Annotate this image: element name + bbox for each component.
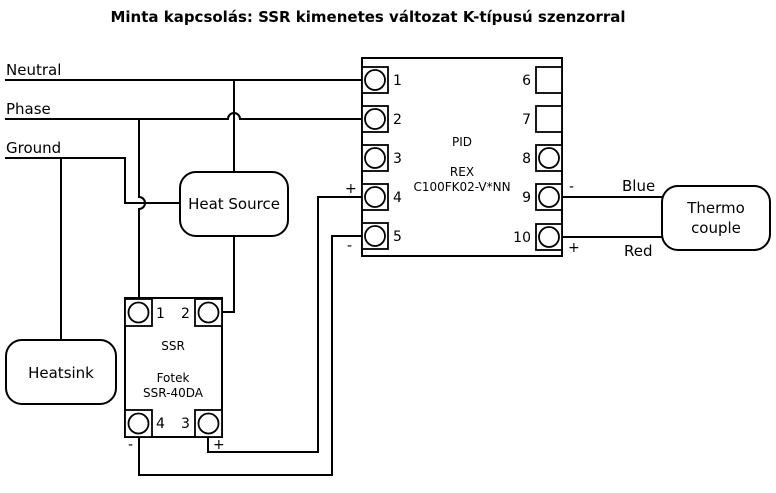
pid-pin-3-label: 3 — [393, 151, 402, 167]
ssr-terminal-1 — [124, 298, 153, 327]
pid-pin-9-label: 9 — [522, 190, 531, 206]
pid-terminal-10 — [535, 223, 563, 251]
pid-plus-to-ssr-wire — [207, 196, 362, 453]
thermocouple-label-line2: couple — [691, 219, 741, 237]
heat-source-box — [179, 171, 289, 237]
pid-minus-to-ssr-wire — [138, 235, 362, 476]
ssr-pin-3-label: 3 — [181, 416, 190, 432]
diagram-title: Minta kapcsolás: SSR kimenetes változat … — [110, 8, 625, 26]
pid-terminal-2 — [361, 105, 389, 133]
pid-controller: 1 2 3 4 5 6 7 8 9 10 PID REX C100FK02-V*… — [361, 57, 563, 257]
ssr-pin-4-label: 4 — [156, 416, 165, 432]
pid-terminal-8 — [535, 144, 563, 172]
pid-pin-6-label: 6 — [522, 73, 531, 89]
pid-body — [361, 57, 563, 257]
pid-pin-5-label: 5 — [393, 229, 402, 245]
ssr-pin-2-label: 2 — [181, 306, 190, 322]
pid-pin-7-label: 7 — [522, 112, 531, 128]
pid-pin-10-plus-sign: + — [568, 240, 580, 256]
pid-terminal-5 — [361, 222, 389, 250]
ssr-name: SSR — [161, 339, 185, 353]
ground-wire — [5, 157, 180, 204]
phase-to-ssr-wire — [138, 119, 146, 312]
pid-pin-10-label: 10 — [513, 230, 531, 246]
ssr-brand: Fotek — [157, 371, 190, 385]
ssr-terminal-2 — [194, 298, 223, 327]
pid-name: PID — [452, 135, 472, 149]
blue-wire-label: Blue — [622, 177, 655, 195]
pid-terminal-1 — [361, 66, 389, 94]
pid-pin-5-minus-sign: - — [347, 238, 352, 254]
phase-label: Phase — [6, 100, 51, 118]
ground-label: Ground — [6, 139, 61, 157]
ssr-pin-4-minus-sign: - — [128, 437, 133, 453]
pid-terminal-3 — [361, 144, 389, 172]
pid-pin-9-minus-sign: - — [569, 179, 574, 195]
thermocouple-label-line1: Thermo — [686, 199, 745, 217]
pid-pin-4-label: 4 — [393, 190, 402, 206]
pid-model: C100FK02-V*NN — [413, 180, 510, 194]
ssr-pin-3-plus-sign: + — [213, 437, 225, 453]
ssr-pin-1-label: 1 — [156, 306, 165, 322]
heatsink-box — [5, 339, 117, 405]
pid-pin-2-label: 2 — [393, 112, 402, 128]
ssr-relay: 1 2 4 3 SSR Fotek SSR-40DA — [124, 297, 223, 438]
phase-wire — [5, 112, 362, 120]
pid-brand: REX — [450, 165, 474, 179]
ssr-model: SSR-40DA — [143, 386, 204, 400]
thermocouple-box — [661, 185, 771, 251]
neutral-label: Neutral — [6, 61, 61, 79]
heat-source-label: Heat Source — [188, 195, 280, 213]
pid-pin-4-plus-sign: + — [345, 181, 357, 197]
ssr-terminal-4 — [124, 409, 153, 438]
pid-terminal-6 — [535, 66, 563, 94]
red-wire-label: Red — [624, 242, 653, 260]
pid-terminal-7 — [535, 105, 563, 133]
ssr-terminal-3 — [194, 409, 223, 438]
pid-pin-1-label: 1 — [393, 73, 402, 89]
pid-terminal-4 — [361, 183, 389, 211]
pid-pin-8-label: 8 — [522, 151, 531, 167]
heatsink-label: Heatsink — [28, 364, 94, 382]
pid-terminal-9 — [535, 183, 563, 211]
